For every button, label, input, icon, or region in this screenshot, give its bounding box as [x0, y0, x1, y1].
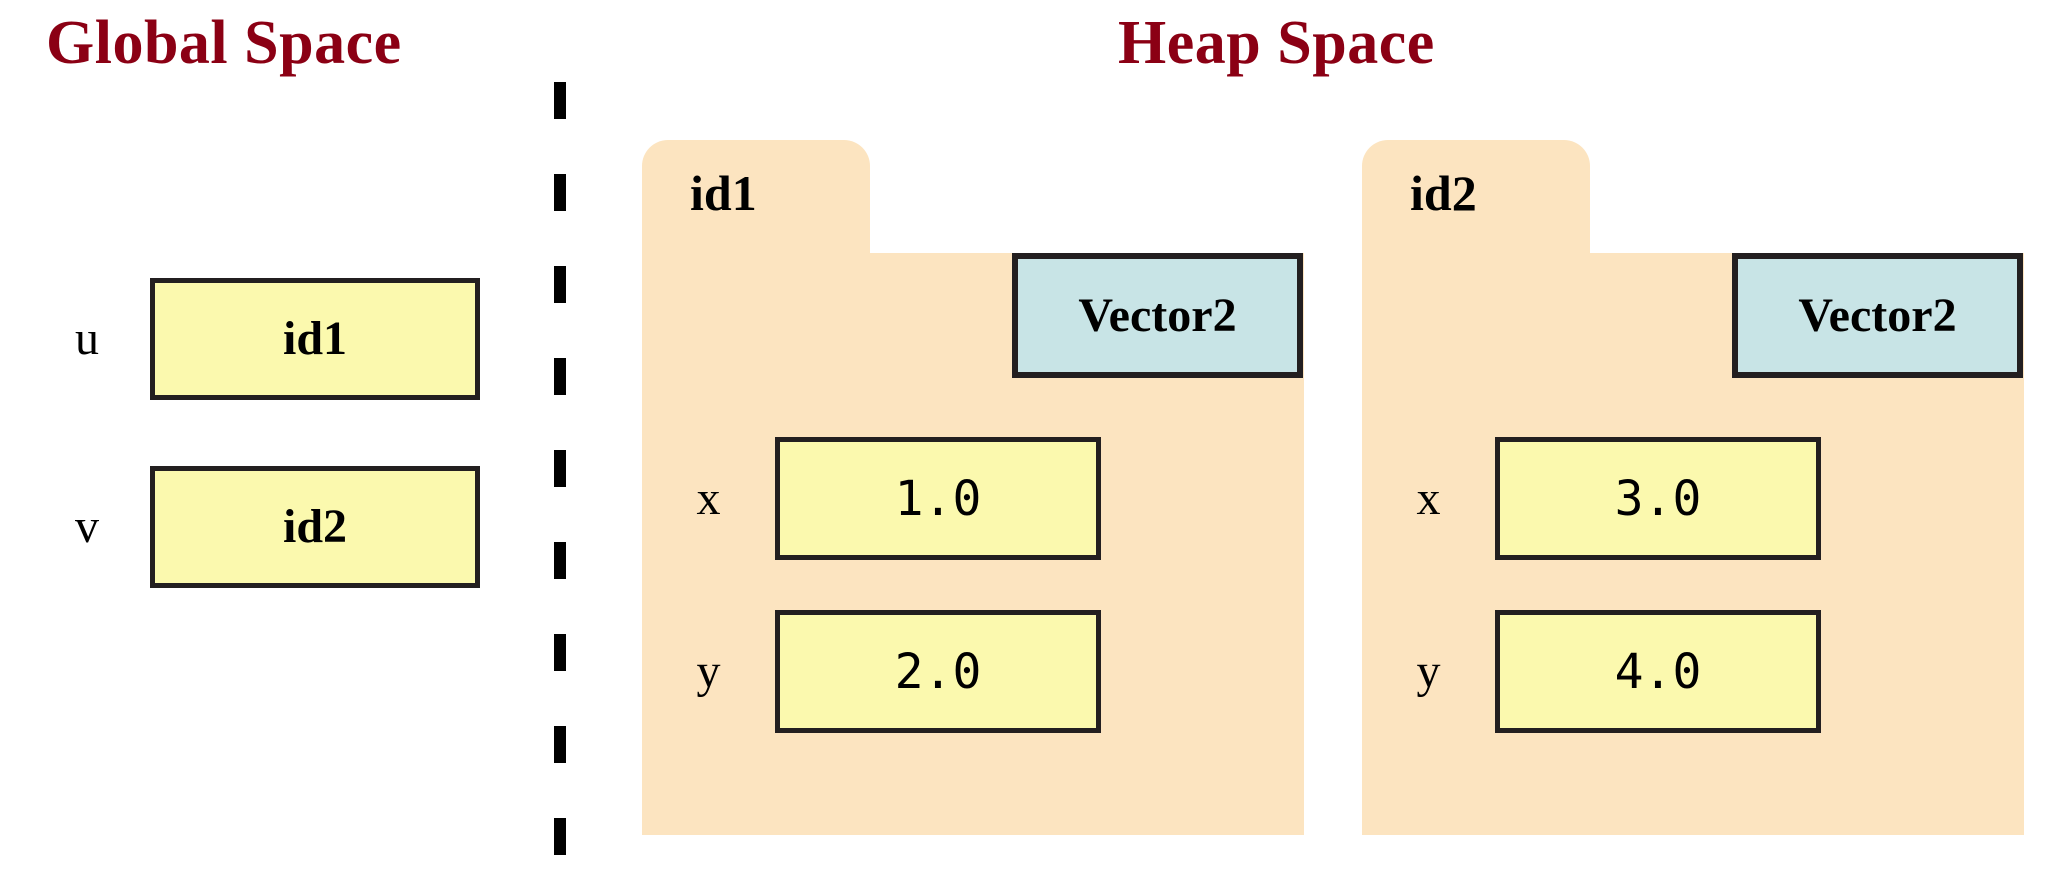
object-field-row-y: y 2.0: [642, 610, 1101, 733]
folder-tab-shape: [642, 140, 870, 270]
field-value-text: 1.0: [894, 470, 982, 527]
variable-value-text: id2: [282, 500, 348, 553]
space-divider-dashed-line: [554, 82, 566, 880]
field-name-label: y: [1416, 644, 1441, 698]
field-value-text: 2.0: [894, 643, 982, 700]
field-value-text: 3.0: [1614, 470, 1702, 527]
variable-name-label: u: [75, 312, 99, 365]
variable-value-box: id2: [150, 466, 480, 588]
heap-object: id2 Vector2 x 3.0 y 4.0: [1362, 140, 2024, 835]
heap-space-title: Heap Space: [1118, 9, 1435, 77]
global-variable-row-u: u id1: [56, 278, 480, 400]
object-type-text: Vector2: [1078, 288, 1237, 342]
object-type-box: Vector2: [1732, 253, 2023, 378]
object-field-row-x: x 3.0: [1362, 437, 1821, 560]
heap-object: id1 Vector2 x 1.0 y 2.0: [642, 140, 1304, 835]
variable-value-text: id1: [282, 312, 348, 365]
object-field-row-x: x 1.0: [642, 437, 1101, 560]
object-type-box: Vector2: [1012, 253, 1303, 378]
global-space-title: Global Space: [46, 9, 402, 77]
object-field-row-y: y 4.0: [1362, 610, 1821, 733]
field-name-label: x: [1416, 471, 1441, 525]
heap-object-id-label: id2: [1410, 165, 1477, 221]
field-value-box: 1.0: [775, 437, 1101, 560]
field-value-box: 2.0: [775, 610, 1101, 733]
field-value-box: 4.0: [1495, 610, 1821, 733]
variable-name-label: v: [75, 500, 99, 553]
folder-tab-shape: [1362, 140, 1590, 270]
global-variable-row-v: v id2: [56, 466, 480, 588]
field-value-box: 3.0: [1495, 437, 1821, 560]
field-name-label: x: [696, 471, 721, 525]
field-value-text: 4.0: [1614, 643, 1702, 700]
object-type-text: Vector2: [1798, 288, 1957, 342]
heap-object-id-label: id1: [690, 165, 757, 221]
variable-value-box: id1: [150, 278, 480, 400]
field-name-label: y: [696, 644, 721, 698]
